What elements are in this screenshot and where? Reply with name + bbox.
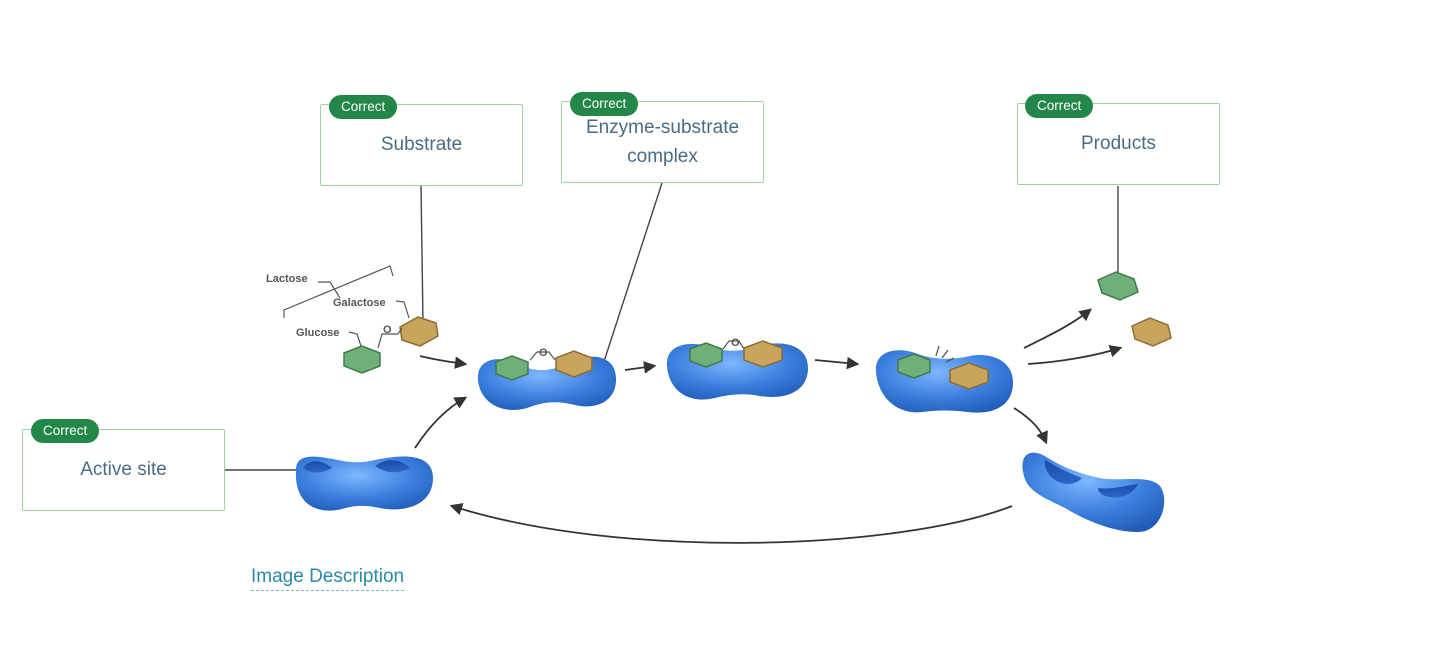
substrate-leader-line <box>420 185 424 323</box>
glucose-in-complex-2 <box>689 342 723 368</box>
arrow-release-galactose <box>1027 345 1123 365</box>
arrow-to-free-enzyme <box>1013 407 1048 445</box>
complex-label-text: Enzyme-substrate complex <box>586 113 739 172</box>
galactose-releasing <box>949 362 989 390</box>
bond-complex-2 <box>722 340 745 350</box>
active-site-correct-badge: Correct <box>31 419 100 443</box>
lactose-bracket <box>283 265 394 318</box>
products-label-text: Products <box>1081 133 1156 155</box>
arrow-enzyme-recycle <box>449 503 1013 544</box>
active-site-label-text: Active site <box>80 459 167 481</box>
product-glucose <box>1097 271 1139 301</box>
complex-label-line2: complex <box>627 146 698 167</box>
cycle-arrows <box>414 308 1123 544</box>
enzyme-releasing-products <box>875 350 1014 413</box>
arrow-release-glucose <box>1023 308 1092 349</box>
bond-break-marks <box>935 345 955 363</box>
enzyme-free-right <box>1022 452 1165 532</box>
image-description-link[interactable]: Image Description <box>251 566 405 591</box>
arrow-substrate-binding <box>419 355 468 369</box>
glucose-in-complex-1 <box>495 355 529 381</box>
glucose-molecule <box>343 345 381 374</box>
product-galactose <box>1131 317 1172 347</box>
enzyme-free-left <box>295 456 433 511</box>
substrate-label-box[interactable]: Substrate <box>320 104 523 186</box>
lactose-bond <box>377 327 403 349</box>
bond-complex-1 <box>529 351 556 361</box>
enzyme-substrate-complex-2 <box>666 343 808 400</box>
galactose-molecule <box>399 316 439 347</box>
substrate-correct-badge: Correct <box>329 95 398 119</box>
galactose-pointer <box>395 300 410 319</box>
complex-label-line1: Enzyme-substrate <box>585 116 740 138</box>
bond-label-1: O <box>539 347 548 359</box>
galactose-in-complex-1 <box>555 350 593 378</box>
bond-label-2: O <box>731 337 740 349</box>
arrow-enzyme-to-complex <box>414 396 468 449</box>
leader-lines <box>224 182 1119 471</box>
complex-leader-line <box>597 182 663 381</box>
glucose-pointer <box>348 331 362 347</box>
lactose-label: Lactose <box>266 273 308 285</box>
complex-correct-badge: Correct <box>570 92 639 116</box>
products-label-box[interactable]: Products <box>1017 103 1220 185</box>
bond-label-free: O <box>383 324 392 336</box>
substrate-label-text: Substrate <box>380 134 463 156</box>
glucose-releasing <box>897 353 931 379</box>
galactose-label: Galactose <box>333 297 386 309</box>
products-correct-badge: Correct <box>1025 94 1094 118</box>
arrow-complex-1-to-2 <box>624 361 657 374</box>
arrow-complex-2-to-3 <box>814 356 860 370</box>
complex-label-box[interactable]: Enzyme-substrate complex <box>561 101 764 183</box>
glucose-label: Glucose <box>296 327 339 339</box>
galactose-in-complex-2 <box>743 340 783 368</box>
